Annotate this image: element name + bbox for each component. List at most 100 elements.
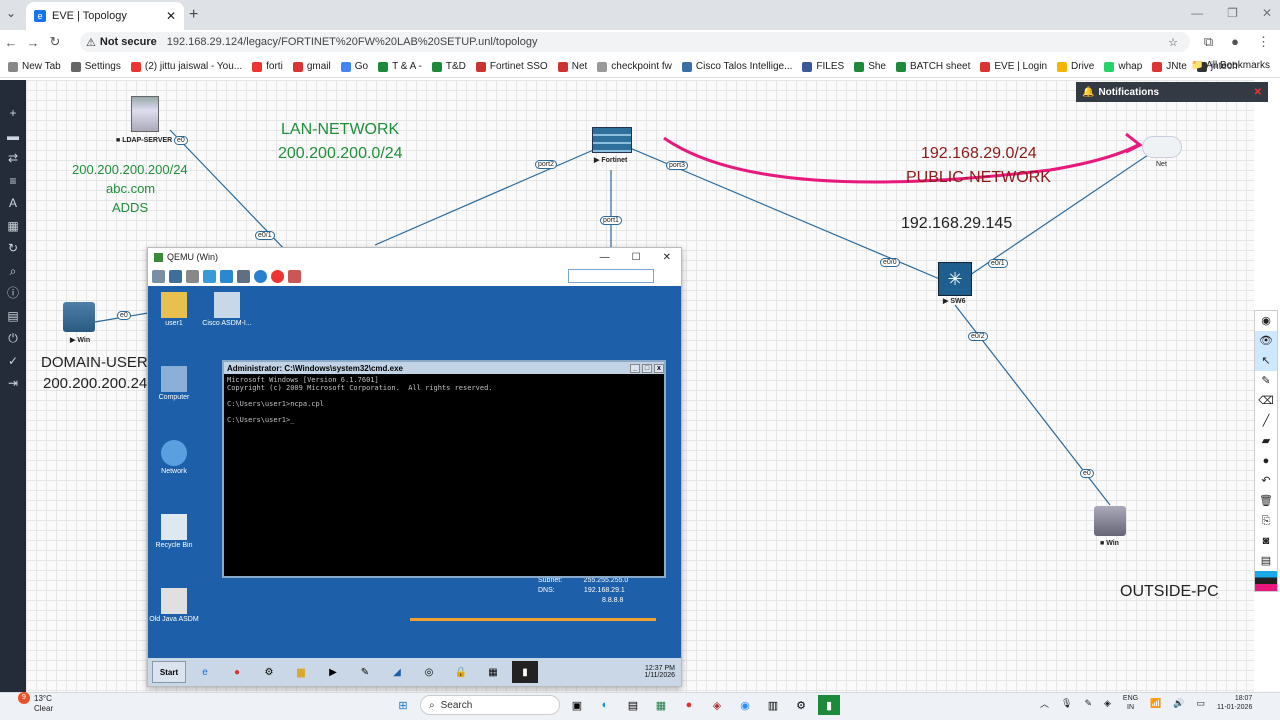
close-window-icon[interactable]: ✕ — [1261, 6, 1272, 20]
dot-icon[interactable]: ● — [1262, 455, 1270, 467]
trash-icon[interactable]: 🗑 — [1259, 495, 1273, 507]
pointer-icon[interactable]: ↖ — [1255, 351, 1277, 371]
logout-icon[interactable]: ⇥ — [7, 376, 19, 390]
mic-icon[interactable]: 🎙 — [1061, 697, 1073, 708]
node-win2[interactable]: ■ Win — [1100, 540, 1119, 547]
bookmark-item[interactable]: New Tab — [8, 61, 61, 72]
minimize-icon[interactable]: — — [1191, 6, 1204, 20]
tool-icon[interactable]: ⚙ — [264, 666, 274, 678]
docs-icon[interactable]: ▤ — [7, 308, 19, 323]
lock-app-icon[interactable]: 🔒 — [454, 666, 468, 678]
pen-tray-icon[interactable]: ✎ — [1084, 697, 1092, 708]
eye-icon[interactable]: 👁 — [1255, 331, 1277, 351]
bookmark-item[interactable]: Net — [557, 61, 587, 72]
profile-icon[interactable]: ● — [1231, 34, 1239, 49]
qemu-titlebar[interactable]: QEMU (Win) — ☐ ✕ — [148, 248, 681, 266]
info-icon[interactable]: ⓘ — [6, 286, 19, 300]
add-icon[interactable]: + — [9, 106, 17, 120]
address-bar[interactable]: ⚠ Not secure 192.168.29.124/legacy/FORTI… — [80, 32, 1190, 52]
windows-desktop[interactable]: user1 Cisco ASDM-I... Computer Network R… — [148, 286, 681, 658]
undo-icon[interactable]: ↶ — [1261, 475, 1271, 487]
node-fortinet[interactable]: ▶ Fortinet — [594, 157, 628, 164]
copilot-icon[interactable]: ◈ — [1104, 697, 1111, 708]
desktop-recycle-bin[interactable]: Recycle Bin — [149, 514, 199, 549]
copy-icon[interactable]: ⎘ — [1261, 515, 1271, 527]
media-icon[interactable]: ▶ — [329, 666, 337, 678]
qemu-maximize-icon[interactable]: ☐ — [631, 251, 641, 263]
nodes-icon[interactable]: ▬ — [7, 128, 19, 143]
grid-icon[interactable]: ▦ — [7, 218, 19, 233]
desktop-asdm[interactable]: Cisco ASDM-I... — [202, 292, 252, 327]
power-icon[interactable]: ⏻ — [8, 331, 18, 345]
bookmark-star-icon[interactable]: ☆ — [1168, 36, 1178, 49]
bookmark-item[interactable]: EVE | Login — [980, 61, 1047, 72]
node-ldap-server[interactable]: ■ LDAP-SERVER — [116, 137, 173, 144]
server-icon[interactable] — [131, 96, 159, 132]
clipboard-icon[interactable]: ▤ — [1260, 555, 1272, 567]
reload-vm-icon[interactable] — [203, 269, 216, 283]
node-win1[interactable]: ▶ Win — [70, 337, 91, 344]
line-icon[interactable]: ╱ — [1262, 415, 1270, 427]
cmd-close-icon[interactable]: x — [654, 363, 664, 373]
pen-tool-icon[interactable]: ✎ — [360, 666, 370, 678]
cmd-output[interactable]: Microsoft Windows [Version 6.1.7601] Cop… — [227, 376, 493, 424]
cmd-minimize-icon[interactable]: _ — [630, 363, 640, 373]
status-icon[interactable]: ✓ — [7, 353, 19, 368]
zoom-app-icon[interactable]: ◉ — [740, 699, 750, 712]
fullscreen-icon[interactable] — [169, 269, 182, 283]
url-text[interactable]: 192.168.29.124/legacy/FORTINET%20FW%20LA… — [166, 36, 538, 48]
qemu-clipboard-input[interactable] — [568, 269, 654, 283]
clipboard-vm-icon[interactable] — [288, 269, 301, 283]
start-button[interactable]: Start — [152, 661, 186, 683]
extensions-icon[interactable]: ⧉ — [1203, 34, 1214, 49]
wifi-icon[interactable]: 📶 — [1150, 697, 1162, 708]
edge-icon[interactable]: ◐ — [601, 699, 609, 711]
warning-icon[interactable]: ⚠ — [86, 36, 96, 49]
qemu-close-icon[interactable]: ✕ — [662, 251, 671, 263]
cmd-maximize-icon[interactable]: □ — [642, 363, 652, 373]
pen-icon[interactable]: ✎ — [1261, 375, 1271, 387]
photos-icon[interactable]: ▤ — [627, 699, 639, 712]
notifications-bar[interactable]: 🔔 Notifications ✕ — [1076, 82, 1268, 102]
app-icon[interactable]: ◈ — [712, 699, 722, 712]
back-icon[interactable]: ← — [4, 34, 18, 50]
cmd-window[interactable]: Administrator: C:\Windows\system32\cmd.e… — [222, 360, 666, 578]
tray-chevron-icon[interactable]: ︿ — [1040, 698, 1050, 709]
bookmark-item[interactable]: T & A - — [378, 61, 422, 72]
desktop-network[interactable]: Network — [149, 440, 199, 475]
text-icon[interactable]: A — [8, 196, 17, 210]
task-view-icon[interactable]: ▣ — [571, 699, 583, 712]
bookmark-item[interactable]: gmail — [292, 61, 331, 72]
excel-icon[interactable]: ▦ — [655, 699, 667, 712]
eraser-icon[interactable]: ⌫ — [1258, 395, 1274, 407]
cmd-titlebar[interactable]: Administrator: C:\Windows\system32\cmd.e… — [224, 362, 664, 374]
bookmark-item[interactable]: BATCH sheet — [896, 61, 970, 72]
cmd-task-icon[interactable]: ▮ — [512, 661, 538, 683]
reload-icon[interactable]: ↻ — [49, 34, 61, 49]
pc2-icon[interactable] — [1094, 506, 1126, 536]
desktop-computer[interactable]: Computer — [149, 366, 199, 401]
bookmark-item[interactable]: Settings — [70, 61, 121, 72]
cloud-icon[interactable] — [1142, 136, 1182, 158]
bookmark-item[interactable]: JNte — [1152, 61, 1187, 72]
chrome-host-icon[interactable]: ● — [685, 699, 693, 711]
stop-vm-icon[interactable] — [271, 269, 284, 283]
taskbar-search[interactable]: ⌕Search — [420, 695, 560, 715]
node-net[interactable]: Net — [1156, 161, 1167, 168]
restore-icon[interactable]: ❐ — [1227, 6, 1238, 20]
close-tab-icon[interactable]: ✕ — [165, 9, 176, 23]
globe-icon[interactable]: ◎ — [424, 666, 434, 678]
tab-search-icon[interactable]: ⌄ — [6, 6, 17, 20]
lock-icon[interactable]: ◉ — [1261, 315, 1271, 327]
tab-eve-topology[interactable]: e EVE | Topology ✕ — [26, 2, 184, 30]
network-app-icon[interactable]: ▦ — [488, 666, 498, 678]
camera-icon[interactable]: ◙ — [1262, 535, 1270, 547]
bookmark-item[interactable]: T&D — [431, 61, 466, 72]
palette-icon[interactable] — [1255, 571, 1277, 591]
ie-icon[interactable]: e — [202, 666, 208, 678]
bookmark-item[interactable]: Go — [340, 61, 368, 72]
list-icon[interactable]: ≡ — [9, 173, 17, 188]
close-notifications-icon[interactable]: ✕ — [1253, 86, 1262, 98]
